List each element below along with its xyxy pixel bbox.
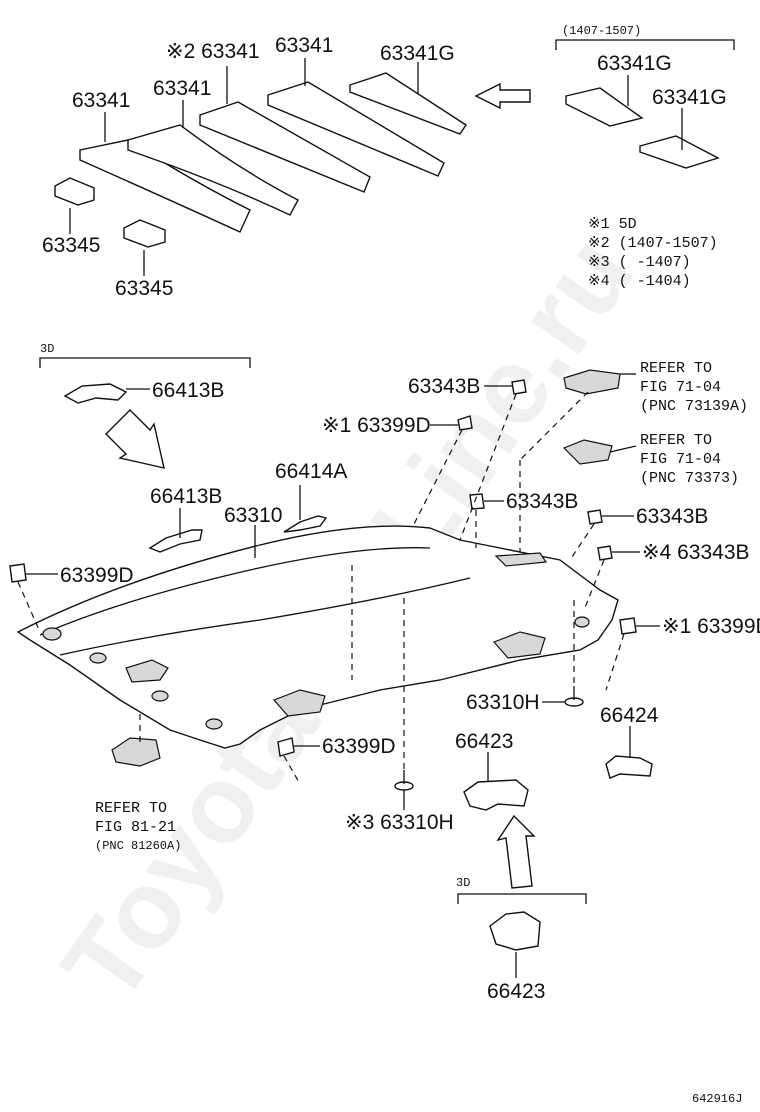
label-p3: 63341G xyxy=(380,42,455,65)
map-lamp-recess-2 xyxy=(272,689,326,717)
refer-note-2: REFER TO FIG 71-04 (PNC 73373) xyxy=(640,432,739,487)
label-n: 66423 xyxy=(455,730,513,753)
label-a: 66413B xyxy=(152,379,224,402)
refer1-line2: FIG 71-04 xyxy=(640,379,721,396)
padding-strips xyxy=(54,72,720,248)
label-f: ※1 63399D xyxy=(322,414,431,437)
diagram-code: 642916J xyxy=(692,1092,742,1106)
sunroof-opening xyxy=(494,552,548,567)
clip-63399d-top xyxy=(457,415,473,431)
label-c: 66414A xyxy=(275,460,347,483)
refer3-line1: REFER TO xyxy=(95,800,167,817)
label-b: 66413B xyxy=(150,485,222,508)
label-o: 63399D xyxy=(322,735,396,758)
padding-labels: ※2 63341 63341 63341G 63341 63341 63341G… xyxy=(42,34,727,300)
footnotes: ※1 5D ※2 (1407-1507) ※3 ( -1407) ※4 ( -1… xyxy=(588,216,718,290)
grip-66424 xyxy=(605,755,653,779)
clip-63343b-3 xyxy=(587,509,603,525)
clip-63399d-bottom xyxy=(277,737,295,757)
screw-icon xyxy=(564,686,584,707)
label-leaders xyxy=(26,373,660,978)
spacer-block-1 xyxy=(54,177,95,206)
map-lamp-recess-1 xyxy=(492,631,546,659)
refer2-line1: REFER TO xyxy=(640,432,712,449)
variant-3d-bracket xyxy=(39,357,251,368)
refer2-line2: FIG 71-04 xyxy=(640,451,721,468)
label-p9: 63345 xyxy=(115,277,173,300)
note-3: ※3 ( -1407) xyxy=(588,254,691,271)
label-k: ※1 63399D xyxy=(662,615,760,638)
variant-3d-bottom-bracket xyxy=(457,893,587,904)
bracket-66414a xyxy=(283,515,328,533)
date-range-label: (1407-1507) xyxy=(562,24,641,38)
map-lamp-icon xyxy=(563,369,621,395)
date-range-bracket xyxy=(555,39,735,50)
padding-strip-3 xyxy=(199,101,371,193)
padding-strip-7 xyxy=(639,135,720,169)
label-q: 66423 xyxy=(487,980,545,1003)
padding-strip-5 xyxy=(349,72,467,135)
clip-hole-3 xyxy=(151,690,169,702)
headliner-labels: 66413B 66413B 66414A 63310 63399D ※1 633… xyxy=(60,375,760,1003)
label-e: 63399D xyxy=(60,564,134,587)
label-p5: 63341 xyxy=(72,89,130,112)
label-p1: ※2 63341 xyxy=(166,40,260,63)
label-p6: 63341G xyxy=(597,52,672,75)
clip-63343b-2 xyxy=(469,493,485,510)
clip-63343b-1 xyxy=(511,379,527,395)
label-l: 63310H xyxy=(466,691,540,714)
label-g: 63343B xyxy=(408,375,480,398)
variant-3d-label: 3D xyxy=(40,342,54,356)
bracket-66413b xyxy=(148,529,203,553)
visor-recess-1 xyxy=(125,659,169,683)
lamp-81260a xyxy=(111,737,161,767)
clip-hole-2 xyxy=(89,652,107,664)
refer3-line2: FIG 81-21 xyxy=(95,819,176,836)
grip-66423-3d xyxy=(489,911,541,951)
headliner-panel xyxy=(16,525,619,749)
clip-hole-5 xyxy=(574,616,590,628)
arrow-left-icon xyxy=(474,82,531,110)
arrow-up-icon xyxy=(496,814,536,889)
arrow-down-right-icon xyxy=(105,409,165,469)
note-2: ※2 (1407-1507) xyxy=(588,235,718,252)
label-p8: 63345 xyxy=(42,234,100,257)
grip-66423 xyxy=(463,779,529,811)
label-p4: 63341 xyxy=(153,77,211,100)
note-1: ※1 5D xyxy=(588,216,637,233)
clip-hole-4 xyxy=(205,718,223,730)
label-i: 63343B xyxy=(636,505,708,528)
clip-icon xyxy=(9,563,27,583)
top-leaders xyxy=(69,58,683,276)
refer-note-1: REFER TO FIG 71-04 (PNC 73139A) xyxy=(640,360,748,415)
label-p: ※3 63310H xyxy=(345,811,454,834)
padding-strip-2 xyxy=(127,124,299,216)
padding-strip-4 xyxy=(267,81,445,177)
refer2-line3: (PNC 73373) xyxy=(640,470,739,487)
label-m: 66424 xyxy=(600,704,659,727)
screw-63310h-bottom xyxy=(394,770,414,791)
label-p2: 63341 xyxy=(275,34,333,57)
refer3-line3: (PNC 81260A) xyxy=(95,839,181,853)
clip-63343b-4 xyxy=(597,545,613,561)
dashed-leaders xyxy=(17,391,625,785)
clip-hole-1 xyxy=(42,627,62,641)
variant-3d-bottom-label: 3D xyxy=(456,876,470,890)
refer-note-3: REFER TO FIG 81-21 (PNC 81260A) xyxy=(95,800,181,853)
bracket-66413b-3d xyxy=(63,383,128,404)
clip-63399d-right xyxy=(619,617,637,635)
note-4: ※4 ( -1404) xyxy=(588,273,691,290)
label-p7: 63341G xyxy=(652,86,727,109)
label-j: ※4 63343B xyxy=(642,541,750,564)
refer1-line1: REFER TO xyxy=(640,360,712,377)
lamp-73373 xyxy=(562,439,613,465)
label-d: 63310 xyxy=(224,504,282,527)
padding-strip-6 xyxy=(565,87,644,127)
spacer-block-2 xyxy=(123,219,166,248)
refer1-line3: (PNC 73139A) xyxy=(640,398,748,415)
label-h: 63343B xyxy=(506,490,578,513)
